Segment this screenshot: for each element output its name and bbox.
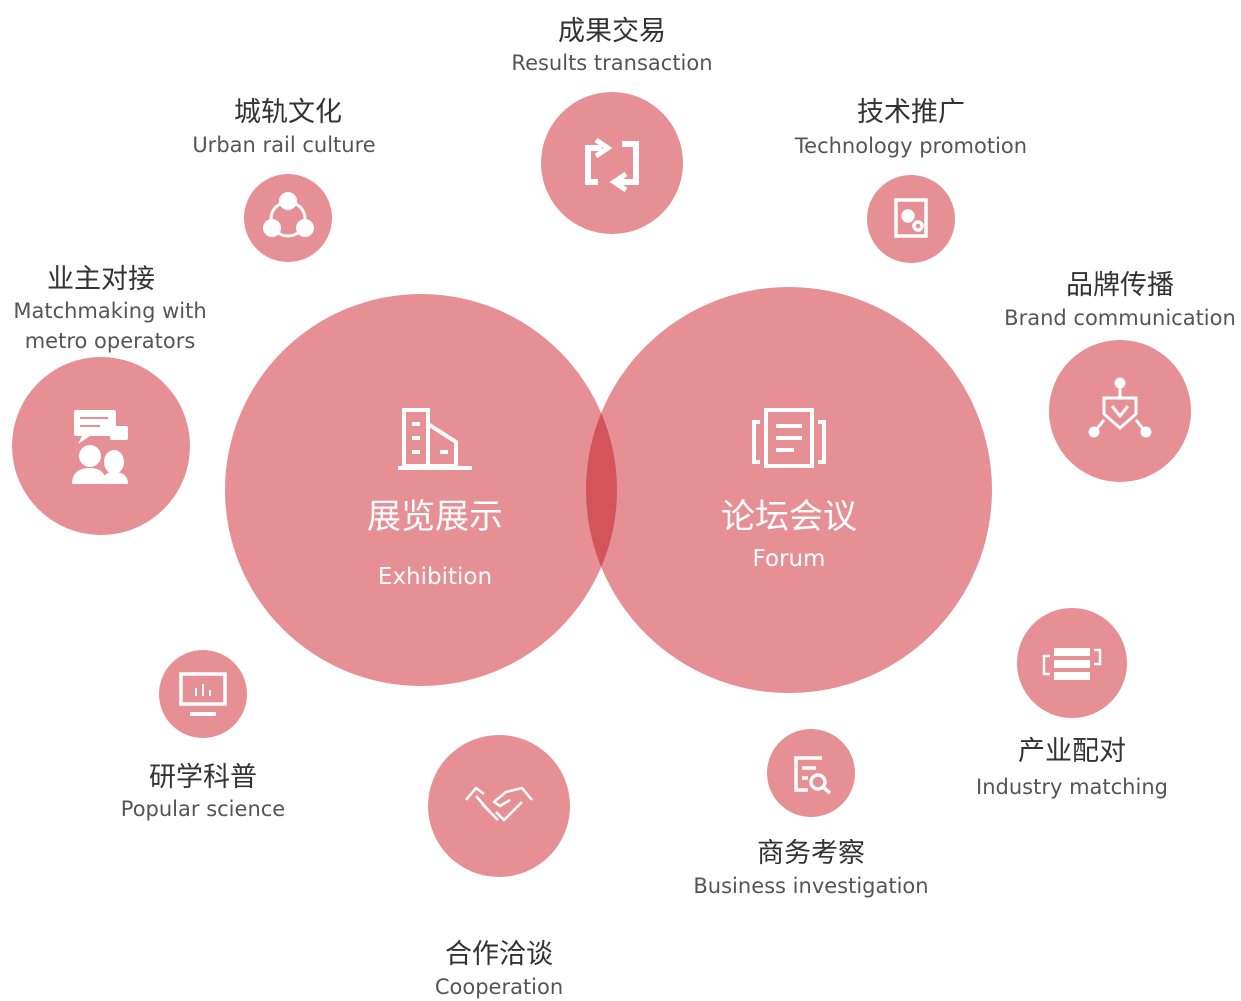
building-icon [398, 408, 472, 470]
node-title-zh: 研学科普 [149, 762, 257, 793]
cycle-nodes-icon [263, 192, 314, 238]
node-urban-rail-culture: 城轨文化 Urban rail culture [192, 97, 376, 262]
node-title-en-line1: Matchmaking with [13, 299, 206, 323]
node-title-zh: 技术推广 [857, 97, 965, 128]
node-title-zh: 产业配对 [1018, 736, 1126, 767]
main-circle-forum [586, 287, 992, 693]
node-title-en: Technology promotion [794, 134, 1027, 158]
node-title-zh: 合作洽谈 [445, 939, 553, 970]
node-title-en: Industry matching [976, 775, 1168, 799]
node-brand-communication: 品牌传播 Brand communication [1004, 270, 1236, 482]
node-title-zh: 成果交易 [558, 16, 666, 47]
node-title-zh: 商务考察 [757, 838, 865, 869]
monitor-chart-icon [179, 672, 227, 716]
node-circle [1049, 340, 1191, 482]
exhibition-circle [225, 294, 617, 686]
forum-circle [586, 287, 992, 693]
node-popular-science: 研学科普 Popular science [121, 650, 285, 821]
node-results-transaction: 成果交易 Results transaction [511, 16, 713, 234]
node-title-zh: 城轨文化 [234, 97, 342, 128]
node-circle [541, 92, 683, 234]
node-title-zh: 品牌传播 [1066, 270, 1174, 301]
node-title-en-line2: metro operators [25, 329, 196, 353]
node-title-en: Business investigation [693, 874, 928, 898]
forum-title-en: Forum [753, 546, 826, 572]
node-title-en: Cooperation [435, 975, 563, 999]
main-circle-exhibition [225, 294, 617, 686]
node-title-zh: 业主对接 [47, 264, 155, 295]
node-circle [767, 729, 855, 817]
document-search-icon [794, 756, 832, 795]
node-technology-promotion: 技术推广 Technology promotion [794, 97, 1027, 263]
node-title-en: Urban rail culture [192, 133, 375, 157]
gear-document-icon [894, 198, 928, 238]
people-chat-icon [72, 410, 128, 484]
node-matchmaking: 业主对接 Matchmaking with metro operators [12, 264, 207, 535]
node-circle [12, 357, 190, 535]
node-business-investigation: 商务考察 Business investigation [693, 729, 929, 898]
node-cooperation: 合作洽谈 Cooperation [428, 735, 570, 999]
node-title-en: Brand communication [1004, 306, 1236, 330]
network-shield-icon [1088, 377, 1152, 438]
exhibition-title-zh: 展览展示 [367, 497, 503, 537]
node-title-en: Results transaction [511, 51, 712, 75]
server-stack-icon [1042, 648, 1102, 680]
exchange-icon [585, 137, 639, 193]
forum-title-zh: 论坛会议 [721, 497, 857, 537]
node-industry-matching: 产业配对 Industry matching [976, 608, 1168, 799]
node-circle [244, 174, 332, 262]
exhibition-title-en: Exhibition [378, 564, 492, 590]
document-icon [752, 408, 826, 468]
node-title-en: Popular science [121, 797, 285, 821]
handshake-icon [465, 786, 533, 822]
